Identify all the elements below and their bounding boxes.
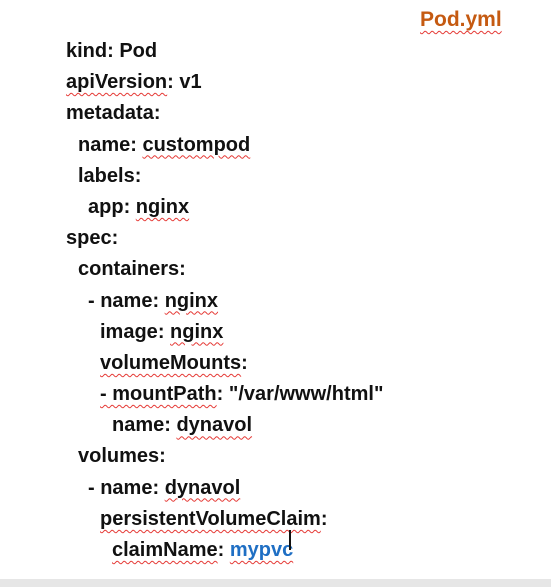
- yaml-line-claimname: claimName: mypvc: [66, 535, 383, 566]
- yaml-value: dynavol: [176, 414, 253, 437]
- yaml-value: nginx: [164, 289, 219, 312]
- yaml-separator: :: [164, 414, 177, 437]
- file-title: Pod.yml: [420, 8, 502, 31]
- yaml-line-mountpath: - mountPath: "/var/www/html": [66, 379, 383, 410]
- yaml-key: - name: [88, 476, 153, 499]
- yaml-key: spec: [66, 227, 112, 250]
- yaml-key: apiVersion: [66, 71, 168, 94]
- yaml-line-name: name: custompod: [66, 130, 383, 161]
- yaml-key: kind: [66, 40, 108, 62]
- yaml-line-spec: spec:: [66, 223, 383, 254]
- yaml-line-container-name: - name: nginx: [66, 286, 383, 317]
- yaml-separator: :: [107, 40, 120, 62]
- yaml-value: dynavol: [164, 476, 241, 499]
- yaml-line-labels: labels:: [66, 161, 383, 192]
- yaml-value: Pod: [119, 40, 158, 62]
- yaml-line-app: app: nginx: [66, 192, 383, 223]
- yaml-key: name: [78, 133, 131, 156]
- yaml-line-metadata: metadata:: [66, 98, 383, 129]
- yaml-separator: :: [320, 507, 328, 530]
- yaml-separator: :: [179, 258, 186, 281]
- yaml-line-apiversion: apiVersion: v1: [66, 67, 383, 98]
- yaml-value: nginx: [170, 320, 224, 343]
- yaml-key: name: [112, 414, 165, 437]
- yaml-key: app: [88, 195, 124, 218]
- yaml-separator: :: [111, 227, 119, 250]
- yaml-separator: :: [134, 164, 142, 187]
- yaml-separator: :: [153, 102, 161, 125]
- yaml-key: image: [100, 320, 158, 343]
- yaml-separator: :: [159, 445, 166, 468]
- yaml-line-pvc: persistentVolumeClaim:: [66, 504, 383, 535]
- yaml-value: custompod: [142, 133, 251, 156]
- yaml-separator: :: [167, 71, 180, 94]
- yaml-key: volumes: [78, 445, 160, 468]
- yaml-line-volumemounts: volumeMounts:: [66, 348, 383, 379]
- yaml-line-image: image: nginx: [66, 317, 383, 348]
- yaml-key: volumeMounts: [100, 351, 242, 374]
- yaml-line-volume-name: - name: dynavol: [66, 473, 383, 504]
- yaml-separator: :: [152, 476, 165, 499]
- yaml-value: "/var/www/html": [228, 383, 384, 406]
- yaml-key: - mountPath: [100, 383, 217, 406]
- bottom-strip: [0, 579, 551, 587]
- yaml-line-volumes: volumes:: [66, 441, 383, 472]
- yaml-key: - name: [88, 289, 153, 312]
- yaml-key: claimName: [112, 539, 218, 561]
- text-cursor: [289, 530, 291, 550]
- yaml-separator: :: [217, 539, 230, 561]
- yaml-separator: :: [152, 289, 165, 312]
- yaml-key: persistentVolumeClaim: [100, 507, 321, 530]
- yaml-line-containers: containers:: [66, 254, 383, 285]
- yaml-value-highlight: mypvc: [229, 539, 294, 561]
- yaml-separator: :: [130, 133, 143, 156]
- yaml-separator: :: [157, 320, 171, 343]
- yaml-code-block: kind: Pod apiVersion: v1 metadata: name:…: [66, 36, 383, 566]
- yaml-separator: :: [123, 195, 136, 218]
- yaml-value: v1: [179, 71, 202, 94]
- yaml-separator: :: [241, 351, 248, 374]
- yaml-value: nginx: [135, 195, 190, 218]
- yaml-line-kind: kind: Pod: [66, 36, 383, 67]
- yaml-key: metadata: [66, 102, 154, 125]
- yaml-line-mount-name: name: dynavol: [66, 410, 383, 441]
- yaml-key: containers: [78, 258, 180, 281]
- yaml-separator: :: [216, 383, 229, 406]
- yaml-key: labels: [78, 164, 135, 187]
